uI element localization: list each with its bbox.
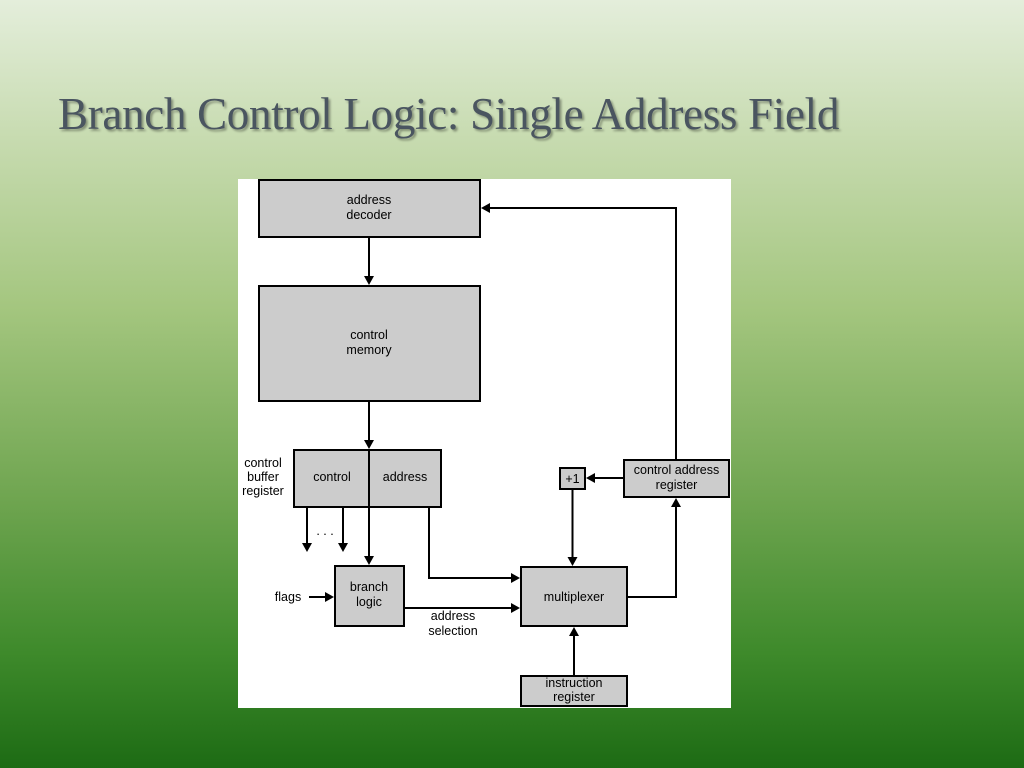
control-buffer-register-block: control address (293, 449, 442, 508)
arrow-flags-to-branch-logic (309, 592, 334, 602)
instruction-register-label-line1: instruction (546, 676, 603, 690)
control-address-register-block: control address register (623, 459, 730, 498)
instruction-register-label-line2: register (553, 690, 595, 704)
car-label-line1: control address (634, 463, 719, 477)
flags-label: flags (275, 590, 301, 604)
ellipsis-label: . . . (316, 524, 333, 538)
control-memory-block: control memory (258, 285, 481, 402)
multiplexer-block: multiplexer (520, 566, 628, 627)
slide-title: Branch Control Logic: Single Address Fie… (58, 89, 840, 139)
cbr-caption-line1: control (244, 456, 282, 470)
arrow-control-signal-2 (338, 507, 348, 552)
cbr-control-field-label: control (313, 470, 351, 484)
diagram-panel: address decoder control memory control a… (238, 179, 731, 708)
branch-logic-block: branch logic (334, 565, 405, 627)
block-diagram: address decoder control memory control a… (242, 179, 730, 707)
arrow-car-to-address-decoder (481, 203, 677, 460)
control-memory-label-line2: memory (346, 343, 392, 357)
address-decoder-block: address decoder (258, 179, 481, 238)
address-selection-label-line1: address (431, 609, 475, 623)
arrow-cbr-to-branch-logic (364, 507, 374, 565)
increment-block: +1 (559, 467, 586, 490)
control-memory-label-line1: control (350, 328, 388, 342)
arrow-branch-logic-to-multiplexer (404, 603, 520, 613)
increment-label: +1 (565, 472, 579, 486)
instruction-register-block: instruction register (520, 675, 628, 707)
cbr-caption-line3: register (242, 484, 284, 498)
arrow-car-to-increment (586, 473, 624, 483)
address-decoder-label-line1: address (347, 193, 391, 207)
car-label-line2: register (656, 478, 698, 492)
branch-logic-label-line1: branch (350, 580, 388, 594)
multiplexer-label: multiplexer (544, 590, 604, 604)
branch-logic-label-line2: logic (356, 595, 382, 609)
address-selection-label-line2: selection (428, 624, 477, 638)
arrow-cbr-address-to-multiplexer (428, 507, 520, 583)
arrow-instruction-register-to-multiplexer (569, 627, 579, 676)
arrow-multiplexer-to-car (627, 498, 681, 598)
arrow-memory-to-cbr (364, 401, 374, 449)
arrow-control-signal-1 (302, 507, 312, 552)
cbr-caption-line2: buffer (247, 470, 279, 484)
arrow-increment-to-multiplexer (567, 489, 578, 566)
cbr-address-field-label: address (383, 470, 427, 484)
arrow-decoder-to-memory (364, 237, 374, 285)
address-decoder-label-line2: decoder (346, 208, 391, 222)
